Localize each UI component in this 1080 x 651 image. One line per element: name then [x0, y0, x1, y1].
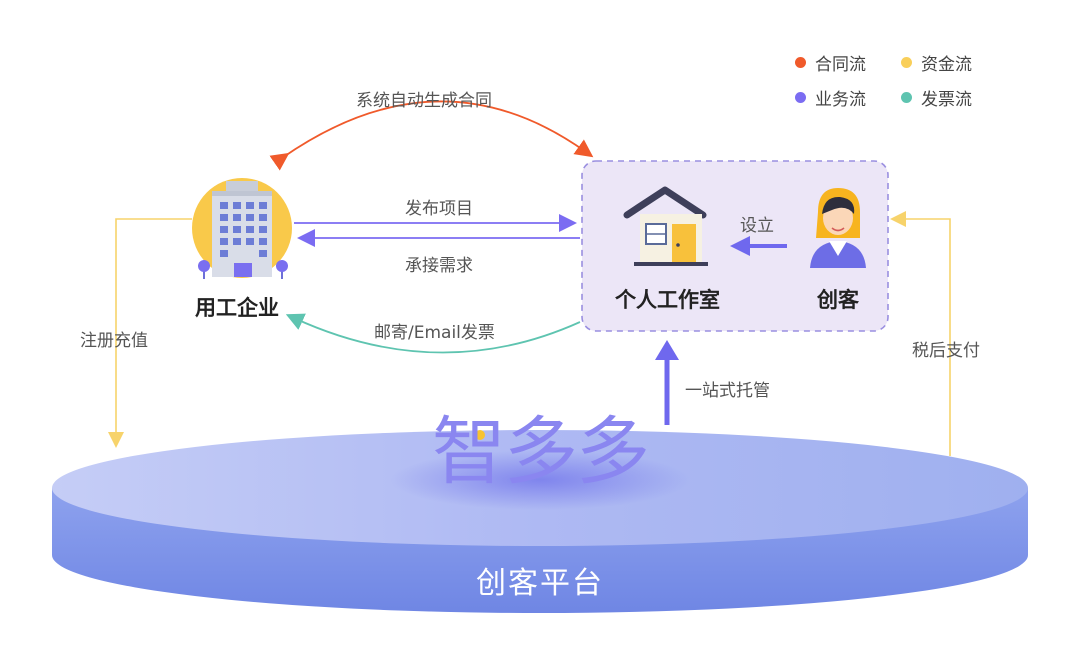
legend-dot: [901, 57, 912, 68]
legend-item-invoice: 发票流: [901, 85, 972, 110]
logo-dot: [475, 430, 485, 440]
recharge-flow-label: 注册充值: [80, 331, 148, 351]
accept-flow-label: 承接需求: [405, 256, 473, 276]
house-icon: [623, 186, 708, 266]
hosting-flow-arrow: [655, 340, 679, 425]
legend-item-contract: 合同流: [795, 50, 866, 75]
hosting-flow-label: 一站式托管: [685, 381, 770, 401]
invoice-flow-label: 邮寄/Email发票: [374, 323, 495, 343]
platform-label: 创客平台: [476, 566, 604, 601]
creator-label: 创客: [817, 288, 859, 312]
legend-label: 业务流: [815, 90, 866, 110]
legend-dot: [795, 92, 806, 103]
payment-flow-label: 税后支付: [912, 341, 980, 361]
platform-logo: 智多多: [432, 409, 650, 495]
enterprise-building-icon: [192, 178, 292, 279]
legend-item-funds: 资金流: [901, 50, 972, 75]
contract-flow-label: 系统自动生成合同: [356, 91, 492, 111]
legend-dot: [901, 92, 912, 103]
setup-flow-label: 设立: [740, 216, 774, 236]
platform-cylinder: [52, 430, 1028, 613]
recharge-flow-arrow: [108, 218, 192, 448]
publish-flow-label: 发布项目: [405, 199, 473, 219]
enterprise-label: 用工企业: [195, 296, 279, 320]
legend-label: 资金流: [921, 55, 972, 75]
creator-avatar-icon: [810, 188, 866, 268]
payment-flow-arrow: [890, 211, 951, 456]
legend-label: 发票流: [921, 90, 972, 110]
studio-label: 个人工作室: [615, 288, 720, 312]
legend-item-business: 业务流: [795, 85, 866, 110]
legend-dot: [795, 57, 806, 68]
legend: 合同流 资金流 业务流 发票流: [795, 50, 995, 120]
invoice-flow-arrow: [285, 313, 581, 354]
contract-flow-arrow: [269, 100, 594, 171]
legend-label: 合同流: [815, 55, 866, 75]
setup-flow-arrow: [730, 236, 787, 256]
